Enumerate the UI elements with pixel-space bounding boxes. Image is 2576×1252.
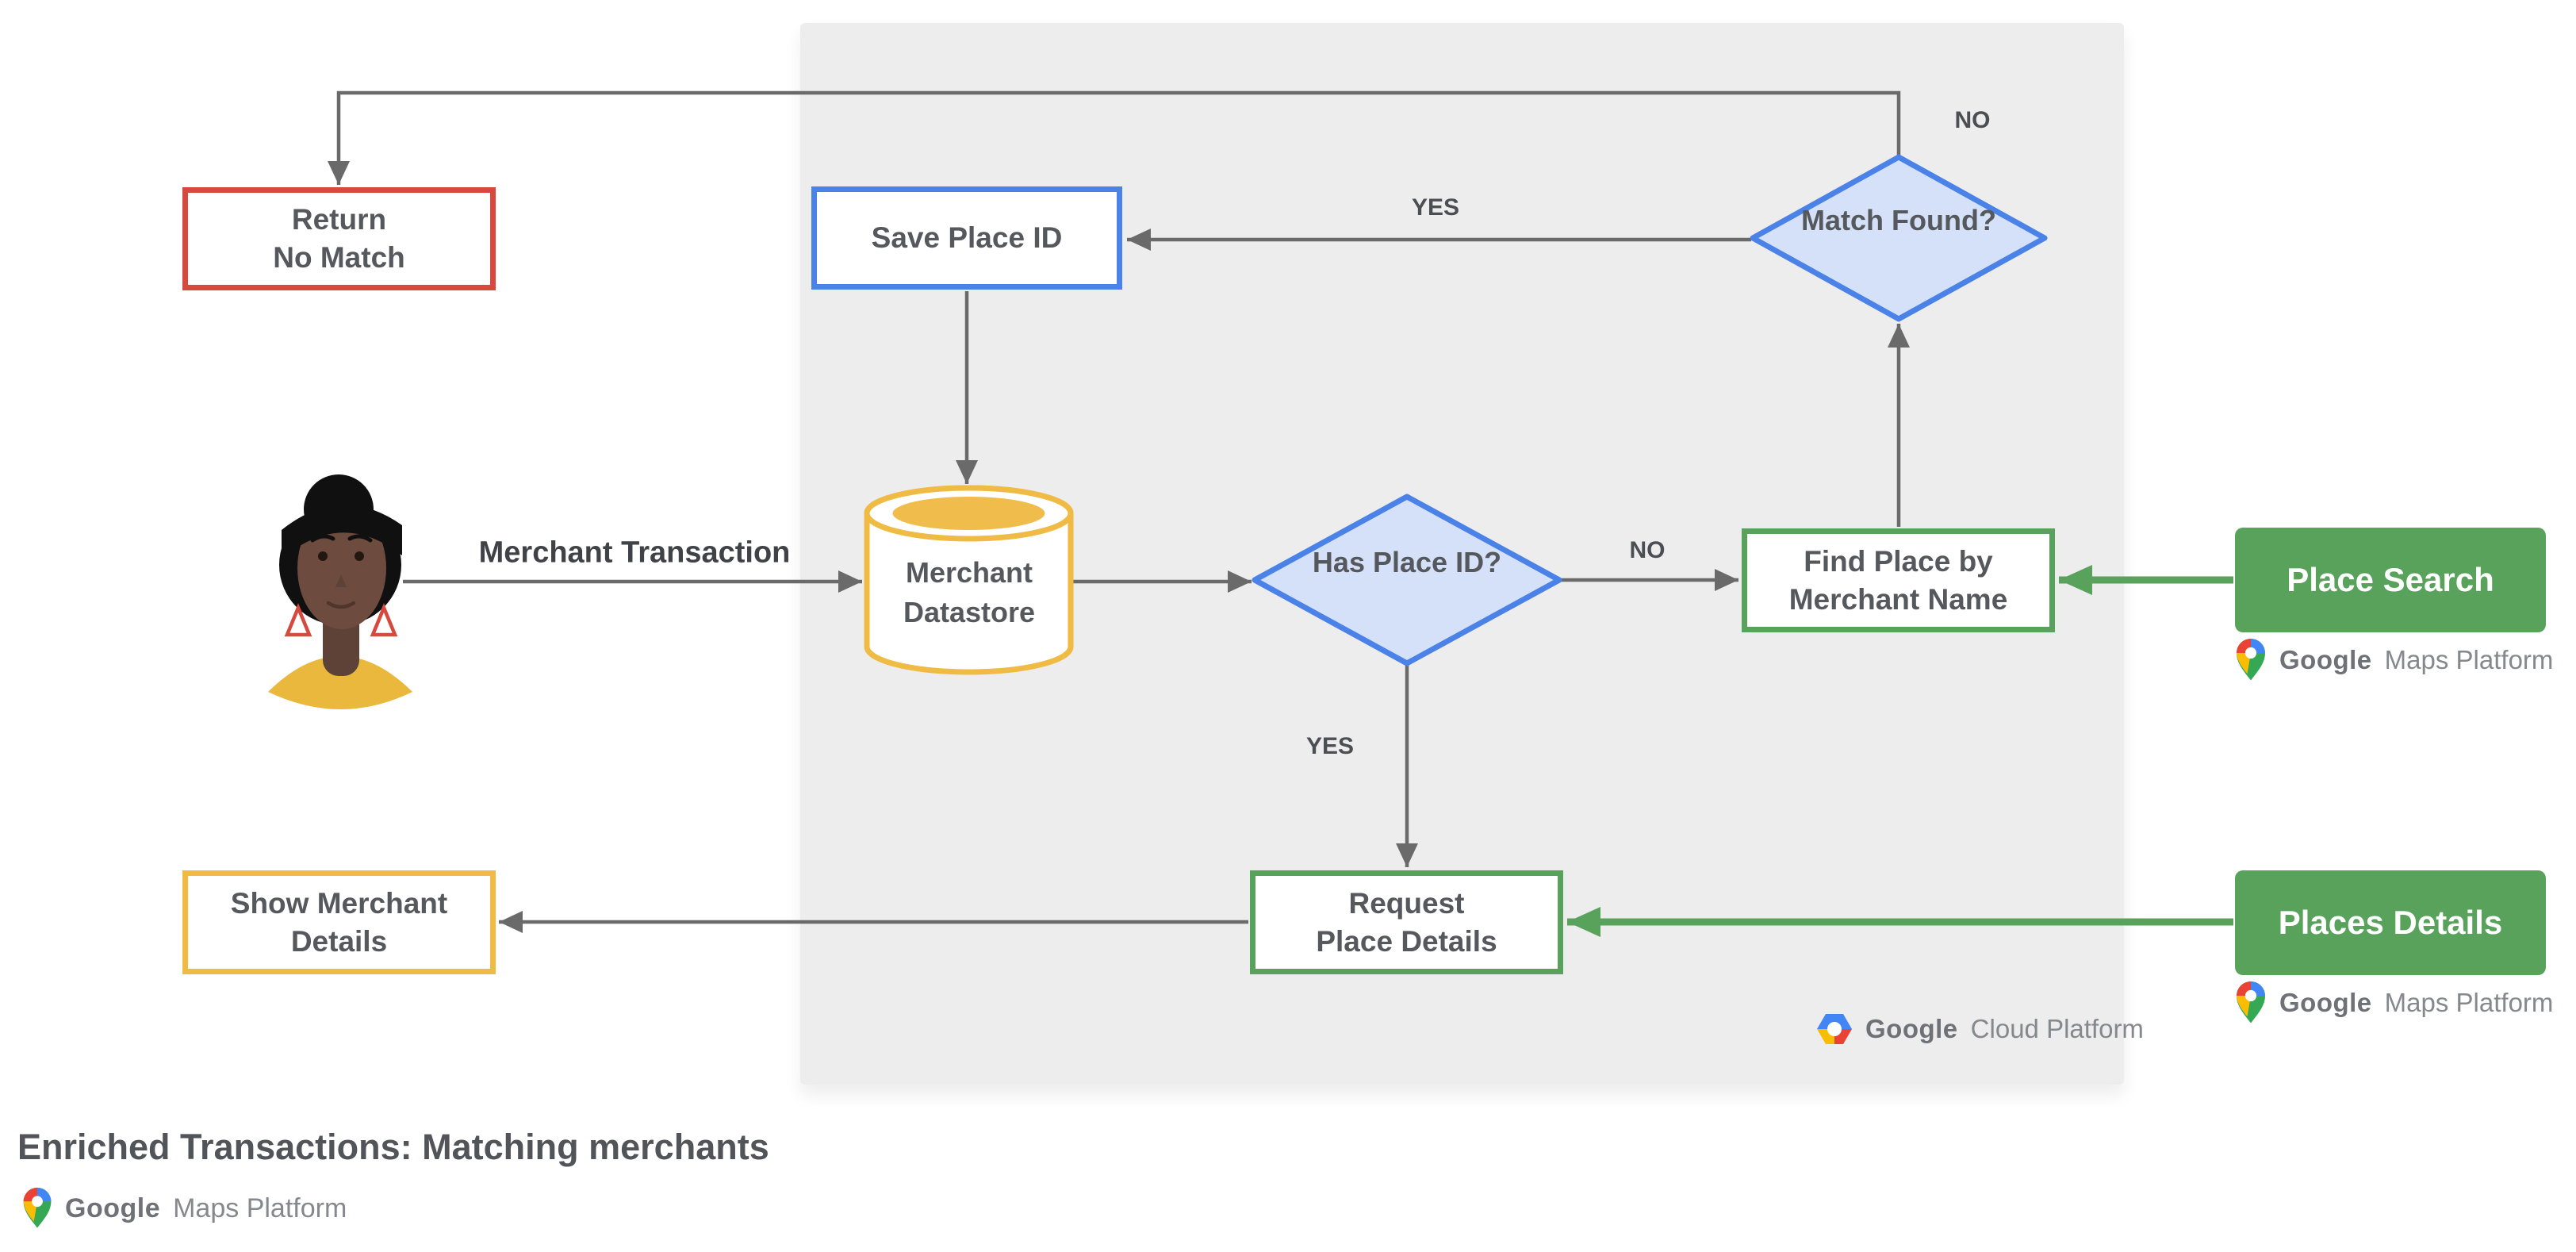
return-no-match-line1: Return (291, 203, 387, 236)
gmp-logo-place-search: Google Maps Platform (2235, 636, 2553, 684)
save-place-id-box: Save Place ID (811, 186, 1122, 290)
gcp-product-text: Cloud Platform (1970, 1014, 2144, 1043)
earring-right (370, 603, 398, 637)
has-place-id-yes-label: YES (1305, 733, 1355, 759)
diagram-title: Enriched Transactions: Matching merchant… (17, 1127, 769, 1167)
show-merchant-details-line1: Show Merchant (230, 886, 448, 920)
google-cloud-hexagon-icon (1817, 1014, 1852, 1044)
gmp-logo-footer: Google Maps Platform (22, 1185, 347, 1231)
match-found-yes-label: YES (1411, 194, 1460, 221)
show-merchant-details-box: Show Merchant Details (182, 870, 496, 974)
gmp-google-text: Google (2279, 645, 2372, 674)
google-maps-pin-icon (2237, 981, 2265, 1023)
match-found-no-label: NO (1954, 107, 1991, 133)
gmp-google-text: Google (65, 1192, 161, 1223)
request-place-details-box: Request Place Details (1250, 870, 1563, 974)
user-avatar (268, 474, 412, 709)
places-details-api-box: Places Details (2235, 870, 2546, 975)
request-place-details-line1: Request (1348, 886, 1465, 920)
gmp-logo-places-details: Google Maps Platform (2235, 979, 2553, 1027)
google-maps-pin-icon (23, 1187, 52, 1228)
gmp-google-text: Google (2279, 988, 2372, 1017)
merchant-transaction-label: Merchant Transaction (478, 536, 791, 570)
google-maps-pin-icon (2237, 639, 2265, 681)
find-place-line2: Merchant Name (1788, 582, 2008, 616)
earring-left (284, 603, 312, 637)
match-found-diamond (1750, 154, 2048, 322)
merchant-datastore-cylinder (864, 485, 1074, 675)
find-place-by-merchant-name-box: Find Place by Merchant Name (1742, 528, 2055, 632)
gmp-product-text: Maps Platform (173, 1192, 347, 1223)
gmp-product-text: Maps Platform (2384, 988, 2554, 1017)
show-merchant-details-line2: Details (290, 924, 388, 958)
find-place-line1: Find Place by (1804, 544, 1993, 578)
gcp-google-text: Google (1865, 1014, 1958, 1043)
place-search-api-box: Place Search (2235, 528, 2546, 632)
edge-match-found-no (328, 90, 1901, 185)
places-details-label: Places Details (2278, 904, 2503, 941)
return-no-match-line2: No Match (273, 241, 405, 274)
has-place-id-no-label: NO (1629, 537, 1666, 563)
gcp-logo: Google Cloud Platform (1816, 1012, 2144, 1046)
gmp-product-text: Maps Platform (2384, 645, 2554, 674)
place-search-label: Place Search (2287, 561, 2494, 598)
has-place-id-diamond (1252, 494, 1562, 666)
return-no-match-box: Return No Match (182, 187, 496, 290)
request-place-details-line2: Place Details (1316, 924, 1497, 958)
save-place-id-label: Save Place ID (871, 221, 1063, 254)
